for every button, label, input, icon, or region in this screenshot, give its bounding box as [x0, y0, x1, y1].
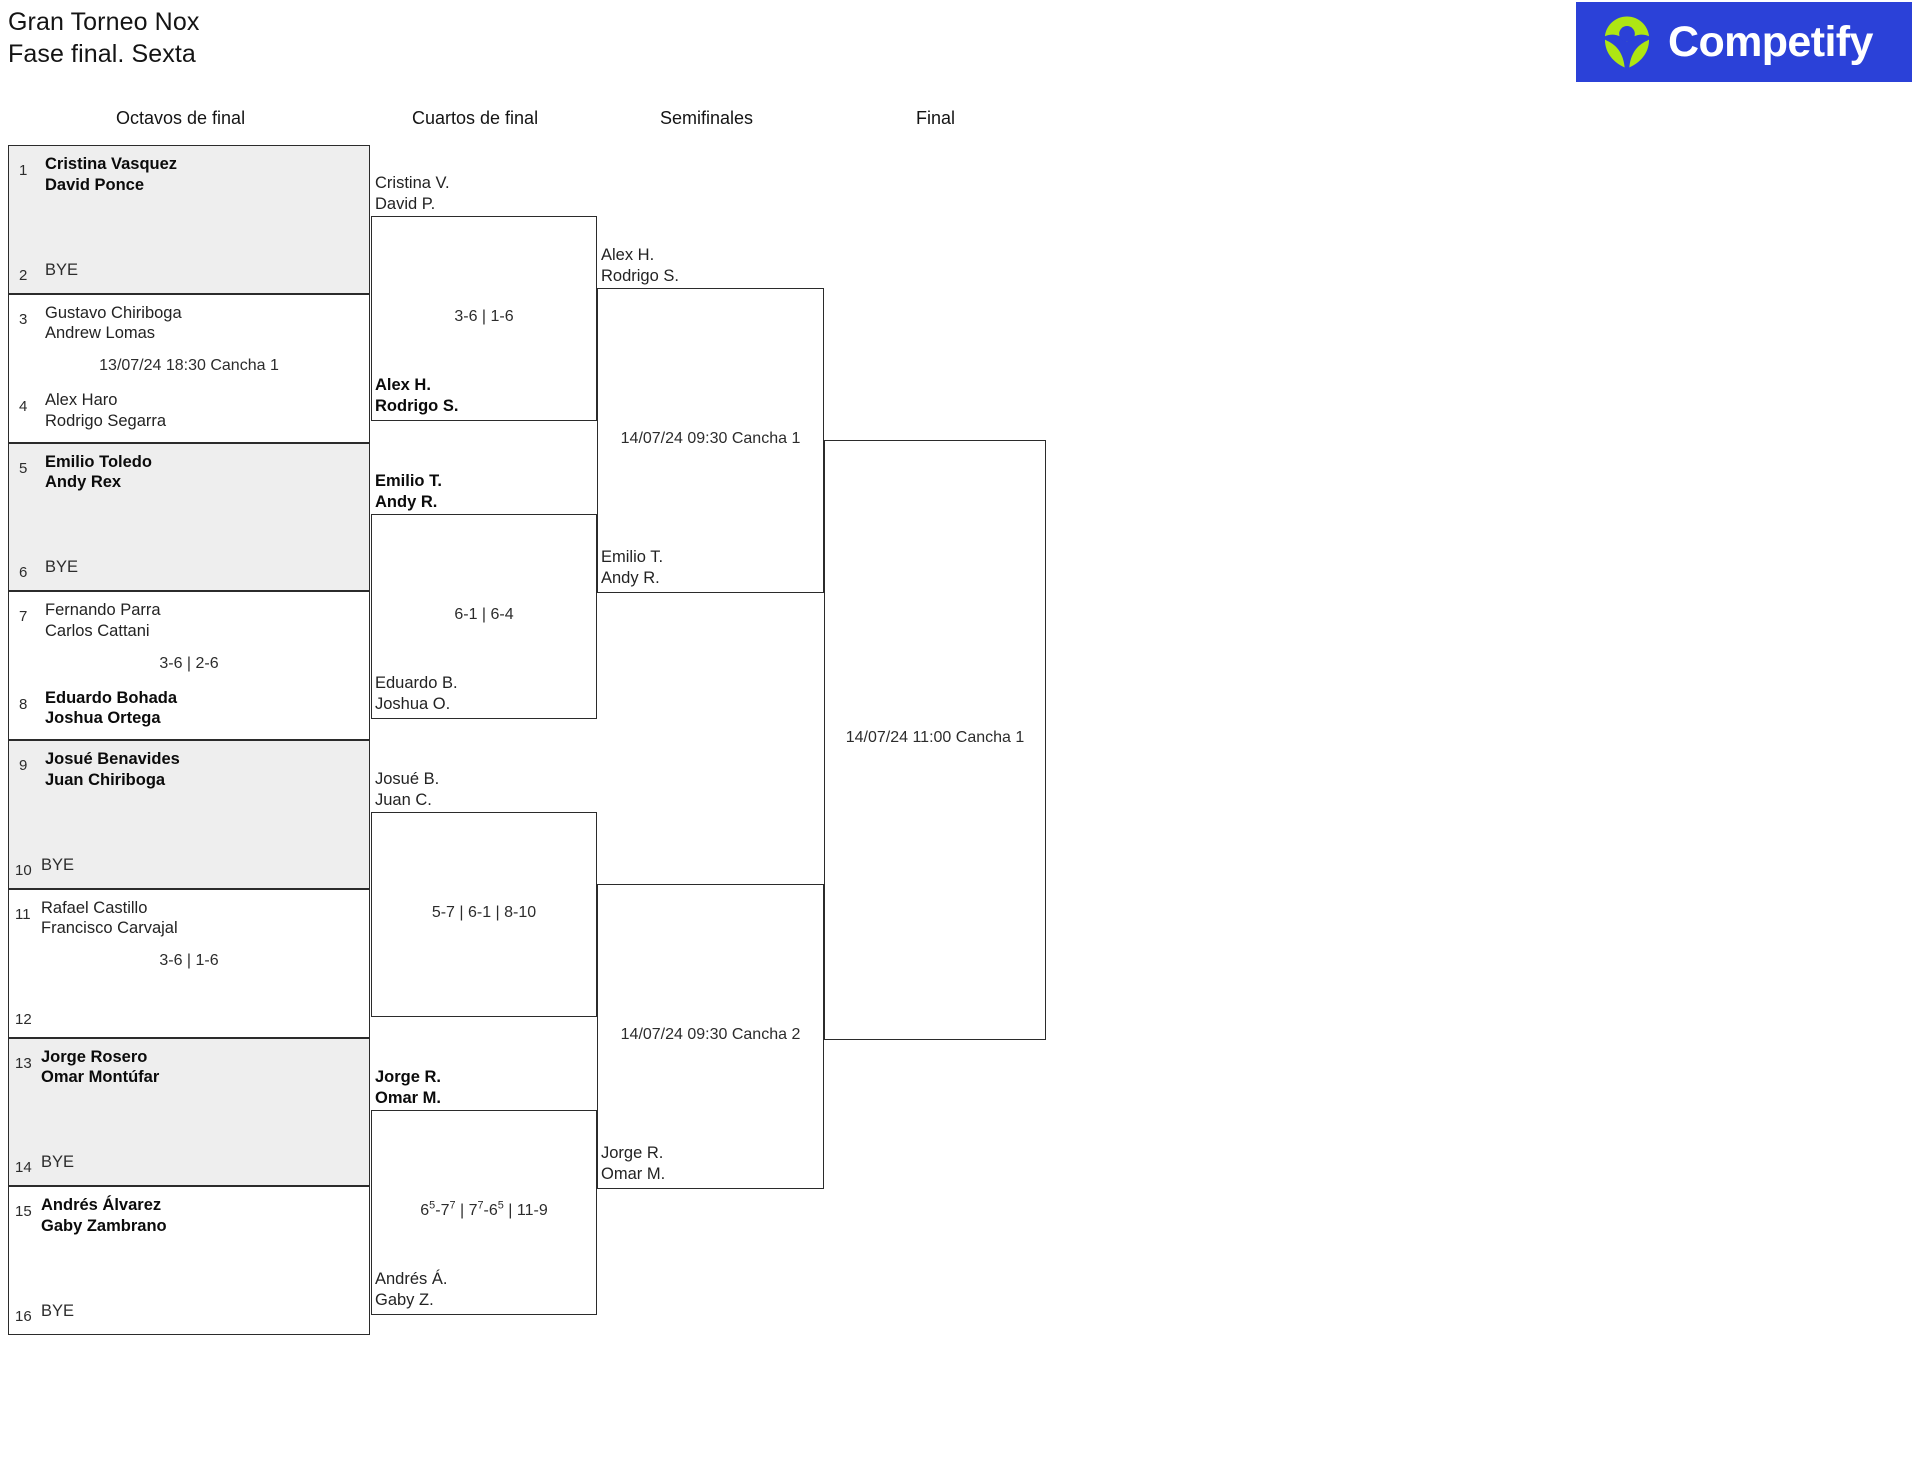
bye-label: BYE — [41, 855, 75, 874]
competify-logo: Competify — [1576, 2, 1912, 82]
final-match[interactable] — [824, 440, 1046, 1040]
sf-match[interactable] — [597, 884, 824, 1189]
seed-number: 10 — [15, 861, 32, 879]
qf-meta: 6-1 | 6-4 — [454, 605, 514, 623]
qf-bottom-team: Eduardo B.Joshua O. — [375, 674, 458, 713]
sf-top-team: Alex H.Rodrigo S. — [601, 246, 679, 285]
r16-slot-bottom[interactable]: 10 BYE — [9, 854, 369, 878]
qf-top-team: Cristina V.David P. — [375, 174, 450, 213]
qf-top-team: Josué B.Juan C. — [375, 770, 440, 809]
round-header-octavos: Octavos de final — [116, 108, 246, 128]
qf-top-team: Jorge R.Omar M. — [375, 1068, 442, 1107]
seed-number: 11 — [15, 905, 31, 923]
qf-bottom-team: Andrés Á.Gaby Z. — [375, 1270, 448, 1309]
r16-slot-bottom[interactable]: 16 BYE — [9, 1300, 369, 1324]
seed-number: 16 — [15, 1308, 32, 1325]
round-header-semifinales: Semifinales — [660, 108, 754, 128]
qf-match[interactable] — [371, 812, 597, 1017]
seed-number: 8 — [19, 695, 28, 713]
competify-mark-icon — [1604, 16, 1650, 68]
round-header-cuartos: Cuartos de final — [412, 108, 539, 128]
r16-slot-bottom[interactable]: 12 — [9, 1003, 369, 1027]
bye-label: BYE — [41, 1153, 75, 1172]
tournament-title: Gran Torneo Nox — [8, 8, 200, 36]
bye-label: BYE — [41, 1302, 75, 1320]
r16-slot-bottom[interactable]: 6 BYE — [9, 556, 369, 580]
seed-number: 12 — [15, 1010, 32, 1028]
seed-number: 6 — [19, 564, 28, 582]
sf-meta: 14/07/24 09:30 Cancha 1 — [620, 429, 801, 447]
bye-label: BYE — [45, 260, 79, 279]
seed-number: 9 — [19, 757, 28, 774]
match-meta: 13/07/24 18:30 Cancha 1 — [99, 357, 279, 375]
round-header-final: Final — [916, 108, 956, 128]
r16-slot-bottom[interactable]: 14 BYE — [9, 1151, 369, 1175]
qf-meta: 3-6 | 1-6 — [454, 307, 514, 325]
match-meta: 3-6 | 2-6 — [159, 654, 219, 672]
seed-number: 14 — [15, 1159, 32, 1177]
seed-number: 2 — [19, 266, 28, 284]
qf-meta: 65-77 | 77-65 | 11-9 — [420, 1199, 548, 1219]
sf-bottom-team: Emilio T.Andy R. — [601, 548, 664, 587]
r16-slot-bottom[interactable]: 2 BYE — [9, 259, 369, 283]
final-meta: 14/07/24 11:00 Cancha 1 — [845, 729, 1025, 746]
seed-number: 5 — [19, 459, 28, 477]
sf-bottom-team: Jorge R.Omar M. — [601, 1144, 666, 1183]
tournament-phase: Fase final. Sexta — [8, 40, 196, 68]
sf-meta: 14/07/24 09:30 Cancha 2 — [620, 1025, 801, 1043]
bye-label: BYE — [45, 558, 79, 577]
seed-number: 15 — [15, 1203, 32, 1221]
qf-match[interactable] — [371, 216, 597, 421]
qf-top-team: Emilio T.Andy R. — [375, 472, 442, 511]
seed-number: 1 — [19, 162, 28, 179]
tournament-header: Gran Torneo Nox Fase final. Sexta — [8, 6, 199, 70]
match-meta: 3-6 | 1-6 — [159, 952, 219, 970]
seed-number: 4 — [19, 398, 28, 416]
seed-number: 3 — [19, 310, 28, 328]
competify-wordmark: Competify — [1668, 17, 1873, 66]
sf-match[interactable] — [597, 288, 824, 593]
qf-match[interactable] — [371, 514, 597, 719]
qf-match[interactable] — [371, 1110, 597, 1315]
qf-meta: 5-7 | 6-1 | 8-10 — [431, 903, 537, 921]
seed-number: 7 — [19, 608, 28, 626]
seed-number: 13 — [15, 1054, 32, 1072]
qf-bottom-team: Alex H.Rodrigo S. — [375, 376, 459, 415]
